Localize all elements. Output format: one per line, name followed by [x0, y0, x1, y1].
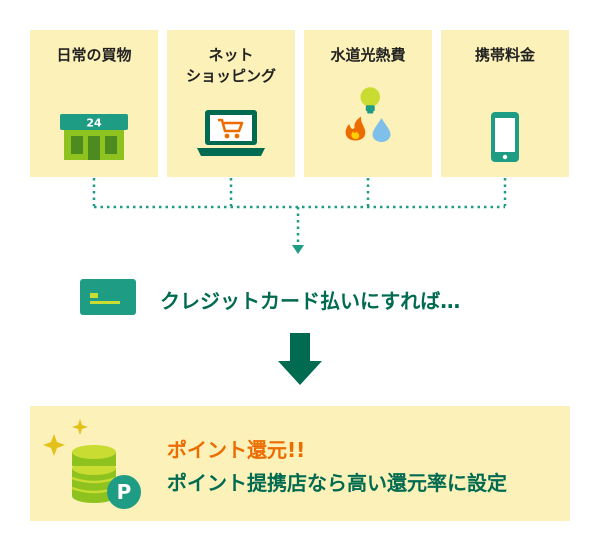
sparkle-icon [43, 434, 65, 456]
category-mobile-fee: 携帯料金 [441, 30, 569, 177]
smartphone-icon [491, 112, 519, 162]
credit-card-icon [80, 279, 136, 315]
category-label: 携帯料金 [474, 46, 535, 64]
arrow-head-icon [292, 245, 304, 254]
credit-card-row: クレジットカード払いにすれば… [0, 275, 600, 320]
coin-letter: P [117, 480, 132, 504]
sparkle-icon [72, 419, 88, 435]
store-badge: 24 [86, 117, 102, 130]
credit-card-message: クレジットカード払いにすれば… [160, 289, 461, 313]
dotted-connector [92, 178, 507, 254]
category-daily-shopping: 日常の買物 24 [30, 30, 158, 177]
category-online-shopping: ネット ショッピング [167, 30, 295, 177]
utilities-icon [345, 87, 391, 142]
point-coins-icon: P [43, 419, 141, 509]
point-return-heading: ポイント還元!! [167, 438, 306, 462]
point-return-detail: ポイント提携店なら高い還元率に設定 [167, 471, 507, 495]
category-label: 日常の買物 [56, 46, 132, 64]
category-label: ネット ショッピング [185, 46, 276, 85]
convenience-store-icon: 24 [60, 114, 128, 160]
laptop-cart-icon [197, 110, 265, 156]
result-box: P ポイント還元!! ポイント提携店なら高い還元率に設定 [30, 406, 570, 521]
down-arrow-icon [278, 333, 322, 385]
category-utilities: 水道光熱費 [304, 30, 432, 177]
category-label: 水道光熱費 [330, 46, 406, 64]
